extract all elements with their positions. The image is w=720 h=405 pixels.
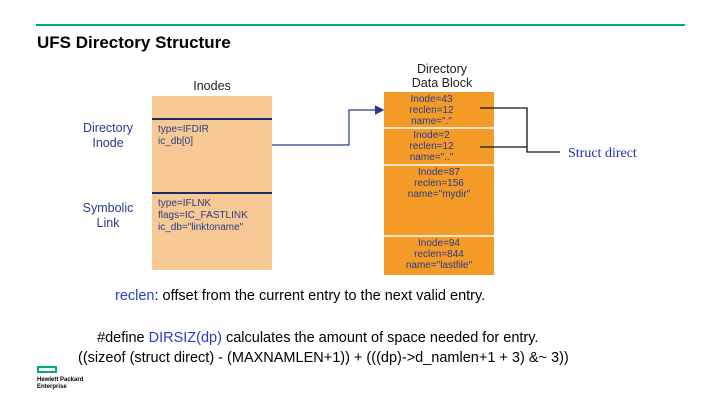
hpe-logo-text: Hewlett Packard Enterprise — [37, 377, 83, 391]
entry-field: name="mydir" — [407, 189, 471, 200]
inodes-column — [152, 96, 272, 270]
data-block-title-line: Directory — [416, 62, 467, 76]
inode-field: ic_db[0] — [158, 136, 194, 147]
data-block-column — [384, 92, 494, 275]
dirsiz-formula: ((sizeof (struct direct) - (MAXNAMLEN+1)… — [78, 350, 569, 366]
symbolic-link-label: Symbolic Link — [70, 201, 146, 231]
logo-line: Hewlett Packard — [37, 377, 84, 383]
dir-entry-mydir: Inode=87 reclen=156 name="mydir" — [384, 167, 494, 200]
directory-inode-label: Directory Inode — [70, 121, 146, 151]
data-block-title: Directory Data Block — [384, 62, 500, 90]
dir-entry-dot: Inode=43 reclen=12 name="." — [384, 94, 479, 127]
reclen-term: reclen — [115, 288, 155, 304]
entry-field: name="." — [411, 116, 452, 127]
entry-field: Inode=94 — [418, 238, 460, 249]
entry-field: reclen=156 — [414, 178, 464, 189]
dirsiz-macro: DIRSIZ(dp) — [148, 330, 222, 346]
entry-field: Inode=2 — [413, 130, 450, 141]
dir-entry-lastfile: Inode=94 reclen=844 name="lastfile" — [384, 238, 494, 271]
logo-line: Enterprise — [37, 384, 67, 390]
dirsiz-description: calculates the amount of space needed fo… — [221, 330, 539, 346]
inodes-title: Inodes — [193, 79, 231, 93]
struct-direct-callout-line — [480, 107, 560, 153]
slide-title: UFS Directory Structure — [37, 33, 231, 52]
inode-field: type=IFLNK — [158, 198, 212, 209]
block-divider — [384, 235, 494, 237]
block-divider — [384, 164, 494, 166]
entry-field: name="lastfile" — [405, 260, 473, 271]
symbolic-link-entry: type=IFLNK flags=IC_FASTLINK ic_db="link… — [158, 198, 248, 234]
entry-field: reclen=12 — [409, 105, 454, 116]
entry-field: Inode=87 — [418, 167, 460, 178]
entry-field: Inode=43 — [410, 94, 453, 105]
entry-field: reclen=12 — [409, 141, 454, 152]
label-line: Directory — [82, 121, 133, 135]
dirsiz-note: #define DIRSIZ(dp) calculates the amount… — [97, 330, 538, 346]
inode-divider-bottom — [152, 192, 272, 194]
inode-field: type=IFDIR — [158, 124, 209, 135]
entry-field: name=".." — [409, 152, 454, 163]
title-accent-rule — [36, 24, 685, 26]
data-block-title-line: Data Block — [411, 76, 473, 90]
label-line: Symbolic — [82, 201, 134, 215]
inode-field: ic_db="linktoname" — [158, 222, 244, 233]
inode-divider-top — [152, 118, 272, 120]
hpe-logo-icon — [37, 366, 57, 373]
pointer-arrow — [272, 105, 385, 146]
directory-inode-entry: type=IFDIR ic_db[0] — [158, 124, 209, 148]
reclen-description: : offset from the current entry to the n… — [154, 288, 486, 304]
inode-field: flags=IC_FASTLINK — [158, 210, 248, 221]
reclen-note: reclen: offset from the current entry to… — [115, 288, 485, 304]
block-divider — [384, 127, 494, 129]
label-line: Link — [96, 216, 120, 230]
entry-field: reclen=844 — [414, 249, 464, 260]
dir-entry-dotdot: Inode=2 reclen=12 name=".." — [384, 130, 479, 163]
label-line: Inode — [92, 136, 124, 150]
struct-direct-label: Struct direct — [568, 146, 637, 161]
define-prefix: #define — [97, 330, 149, 346]
